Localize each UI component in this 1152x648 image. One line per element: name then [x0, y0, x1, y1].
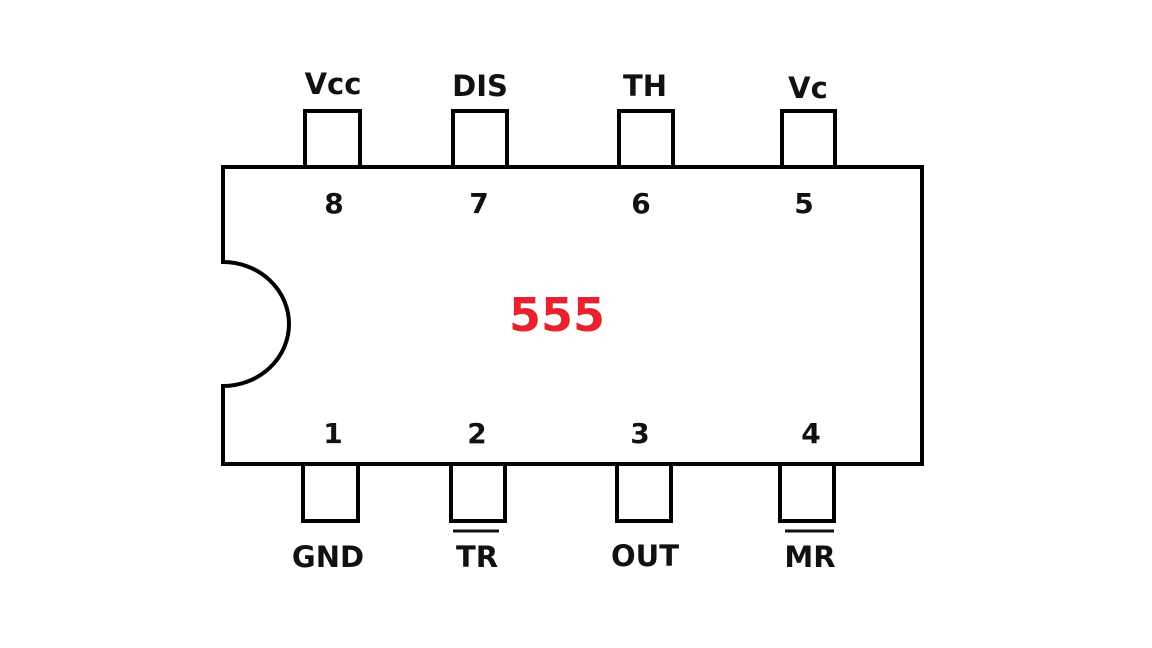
bottom-pin-1: 1 GND [292, 417, 364, 574]
pin-leg [778, 462, 836, 523]
pin-leg [301, 462, 360, 523]
top-pin-7: DIS 7 [451, 69, 509, 220]
chip-name: 555 [509, 288, 605, 342]
pin-number: 8 [324, 187, 343, 220]
pin-number: 5 [794, 187, 813, 220]
ic-body-outline [221, 165, 924, 466]
top-pin-8: Vcc 8 [303, 67, 362, 220]
pin-number: 2 [467, 417, 486, 450]
top-pin-5: Vc 5 [780, 71, 837, 220]
pin-leg [449, 462, 507, 523]
pin-number: 1 [323, 417, 342, 450]
pin-number: 7 [469, 187, 488, 220]
pin-number: 4 [801, 417, 820, 450]
pin-label: GND [292, 540, 364, 574]
pin-leg [780, 109, 837, 169]
pin-label: OUT [611, 539, 679, 573]
pin-label: MR [784, 540, 835, 574]
top-pin-6: TH 6 [617, 69, 675, 220]
pin-label: TR [456, 540, 498, 574]
pin-number: 3 [630, 417, 649, 450]
pin-leg [615, 462, 673, 523]
bottom-pin-3: 3 OUT [611, 417, 679, 573]
bottom-pin-2: 2 TR [449, 417, 507, 574]
pin-number: 6 [631, 187, 650, 220]
pin-leg [617, 109, 675, 169]
pin-leg [451, 109, 509, 169]
pin-leg [303, 109, 362, 169]
pin-label: TH [623, 69, 667, 103]
bottom-pin-4: 4 MR [778, 417, 836, 574]
pin-label: DIS [452, 69, 508, 103]
pin-label: Vc [788, 71, 828, 105]
pin-label: Vcc [305, 67, 362, 101]
